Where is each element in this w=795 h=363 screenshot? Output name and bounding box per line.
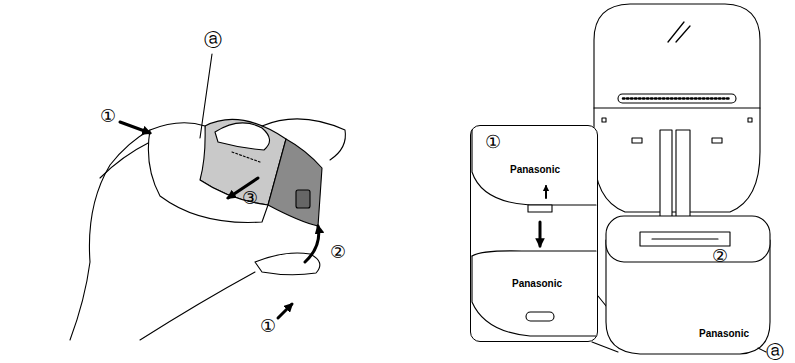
hand-outline	[262, 119, 345, 160]
detail	[632, 138, 642, 143]
detail	[602, 118, 606, 122]
connector-prong	[660, 130, 672, 226]
grille	[232, 152, 260, 162]
case-rim	[606, 216, 770, 262]
lift-arrow	[305, 226, 319, 262]
case-part	[472, 251, 596, 256]
hand-outline	[140, 272, 255, 340]
detail	[712, 138, 722, 143]
push-arrow	[278, 304, 292, 318]
hand-outline	[70, 130, 150, 340]
callout-number: ①	[260, 317, 276, 335]
connector-prong	[676, 130, 690, 226]
vent-strip	[618, 94, 736, 103]
detail	[748, 118, 752, 122]
thumb	[215, 123, 270, 150]
callout-number: ②	[712, 247, 728, 265]
callout-number: ①	[100, 107, 116, 125]
cap-part	[472, 130, 596, 205]
leader-line	[200, 54, 212, 138]
logo-mark	[668, 22, 690, 42]
switch	[296, 190, 310, 208]
push-arrow	[120, 122, 150, 133]
finger-line	[100, 142, 150, 178]
case-slot	[526, 312, 554, 321]
leader-line	[758, 348, 766, 352]
cap-hook	[528, 205, 552, 212]
brand-text: Panasonic	[699, 329, 749, 339]
shaver-band	[268, 139, 322, 226]
callout-number: ③	[242, 189, 258, 207]
case-slot	[640, 232, 730, 246]
callout-number: ②	[330, 243, 346, 261]
inset-box: ①PanasonicPanasonic	[470, 125, 598, 342]
down-arrow	[539, 222, 542, 246]
vent-holes	[623, 97, 731, 100]
part-callout: ⓐ	[766, 343, 784, 361]
callout-number: ①	[485, 133, 501, 151]
edge-line	[594, 107, 760, 108]
part-callout: ⓐ	[204, 31, 222, 49]
case-part	[472, 256, 596, 336]
case-slot	[652, 238, 718, 239]
brand-text: Panasonic	[512, 279, 562, 289]
inset-ground	[470, 125, 598, 342]
brand-text: Panasonic	[510, 165, 560, 175]
hook-arrow	[545, 186, 547, 198]
